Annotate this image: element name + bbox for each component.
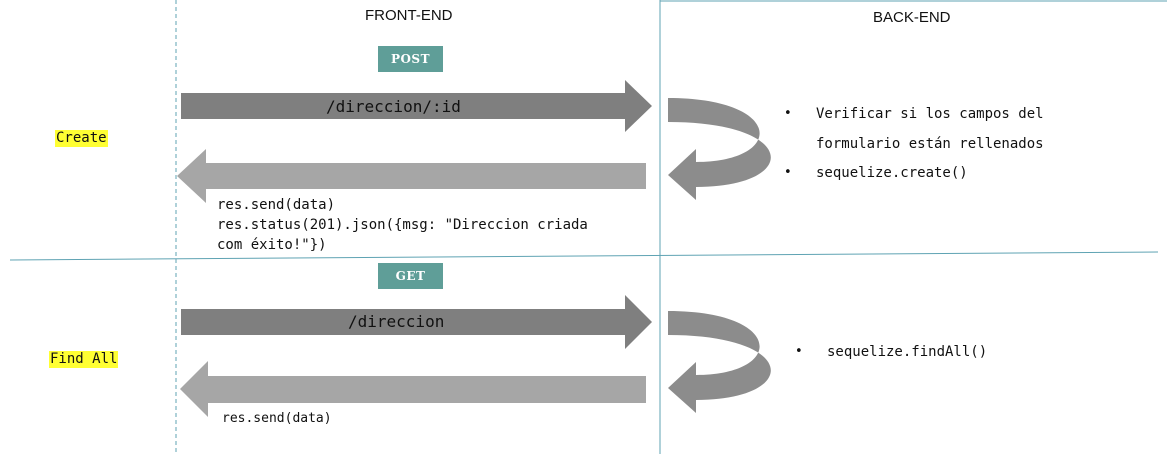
response-line: res.send(data) — [217, 197, 336, 213]
request-arrow-findall — [181, 295, 652, 349]
route-label-create: /direccion/:id — [326, 97, 461, 116]
bullet-icon: • — [784, 165, 792, 180]
method-badge-post: POST — [378, 46, 443, 72]
backend-step: • sequelize.findAll() — [795, 337, 1095, 367]
backend-step-text: Verificar si los campos del formulario e… — [816, 106, 1044, 152]
backend-steps-create: • Verificar si los campos del formulario … — [784, 99, 1084, 188]
backend-loop-arrow-findall — [668, 311, 771, 413]
bullet-icon: • — [795, 344, 803, 359]
response-text-create: res.send(data) res.status(201).json({msg:… — [217, 195, 588, 255]
backend-step: • sequelize.create() — [784, 158, 1084, 188]
operation-label-findall: Find All — [49, 351, 119, 368]
backend-step: • Verificar si los campos del formulario … — [784, 99, 1084, 159]
section-divider — [9, 251, 1159, 261]
operation-label-create: Create — [55, 130, 108, 147]
backend-loop-arrow-create — [668, 98, 771, 200]
front-end-header: FRONT-END — [365, 7, 453, 24]
backend-step-text: sequelize.create() — [816, 165, 968, 181]
backend-steps-findall: • sequelize.findAll() — [795, 337, 1095, 367]
response-arrow-findall — [180, 361, 646, 417]
method-badge-get: GET — [378, 263, 443, 289]
request-arrow-create — [181, 80, 652, 132]
response-line: com éxito!"}) — [217, 237, 327, 253]
response-arrow-create — [177, 149, 646, 203]
bullet-icon: • — [784, 106, 792, 121]
response-line: res.send(data) — [222, 411, 332, 426]
response-line: res.status(201).json({msg: "Direccion cr… — [217, 217, 588, 233]
back-end-header: BACK-END — [873, 9, 951, 26]
response-text-findall: res.send(data) — [222, 409, 332, 429]
route-label-findall: /direccion — [348, 312, 445, 331]
backend-step-text: sequelize.findAll() — [827, 344, 988, 360]
